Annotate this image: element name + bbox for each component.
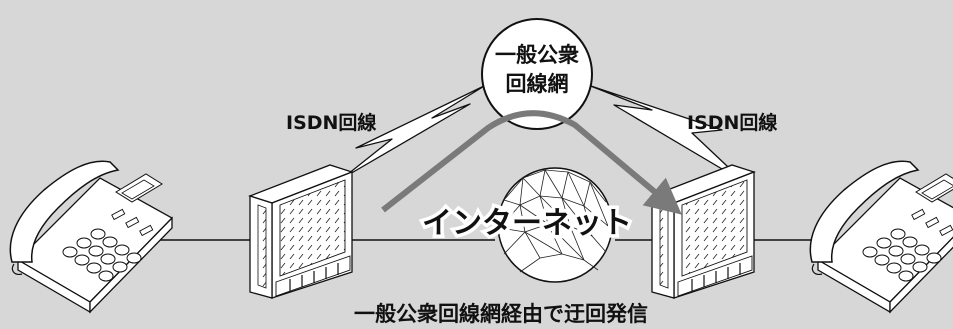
network-label-line1: 一般公衆 (495, 43, 579, 67)
caption: 一般公衆回線網経由で迂回発信 (354, 302, 648, 326)
internet-globe-icon (497, 167, 613, 283)
router-right-icon (650, 164, 756, 299)
public-network-bubble (481, 18, 593, 130)
detour-route-arrow (381, 110, 682, 215)
network-label-line2: 回線網 (506, 72, 569, 96)
isdn-label-left: ISDN回線 (286, 111, 376, 134)
isdn-label-right: ISDN回線 (687, 111, 777, 134)
telephone-right-icon (809, 160, 953, 314)
router-left-icon (248, 164, 354, 299)
internet-label: インターネット (422, 206, 632, 241)
telephone-left-icon (9, 160, 174, 314)
